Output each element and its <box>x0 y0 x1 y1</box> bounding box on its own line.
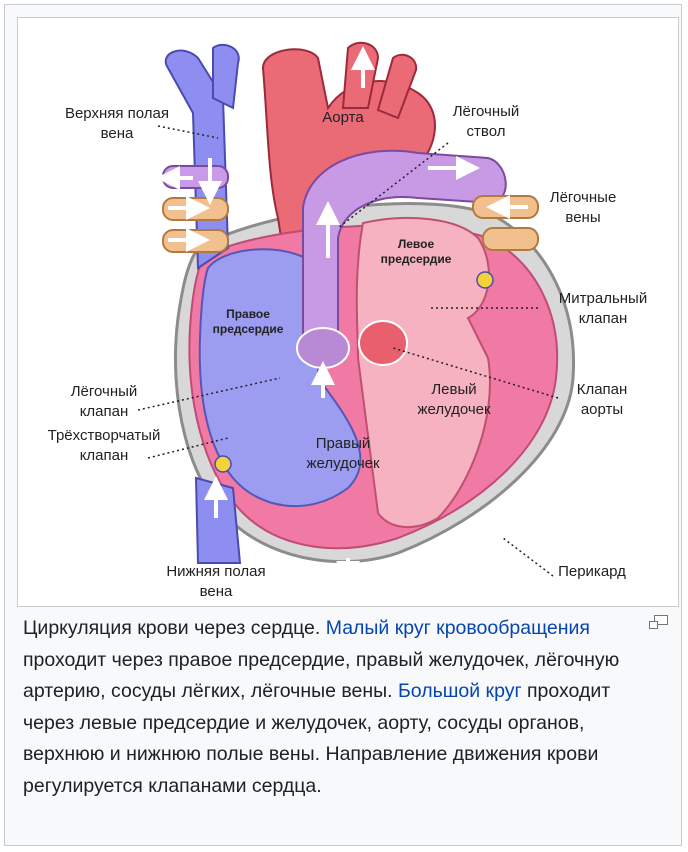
thumbnail-frame: Верхняя полая вена Аорта Лёгочный ствол … <box>4 4 682 846</box>
label-left-ventricle-1: Левый <box>431 381 476 398</box>
label-left-atrium-2: предсердие <box>381 252 452 266</box>
label-left-atrium-1: Левое <box>398 237 435 251</box>
mitral-valve-marker <box>476 271 494 289</box>
label-pericardium: Перикард <box>558 563 626 580</box>
pulmonary-valve <box>296 327 350 369</box>
link-large-circulation[interactable]: Большой круг <box>397 680 522 702</box>
label-mitral-2: клапан <box>579 310 628 327</box>
caption-text-2: проходит через правое предсердие, правый… <box>23 648 620 703</box>
label-tricuspid-2: клапан <box>80 447 129 464</box>
label-aortic-valve-1: Клапан <box>577 381 628 398</box>
label-right-atrium-1: Правое <box>226 307 270 321</box>
label-aorta: Аорта <box>322 109 364 126</box>
heart-diagram-image[interactable]: Верхняя полая вена Аорта Лёгочный ствол … <box>17 17 679 607</box>
label-svc-1: Верхняя полая <box>65 105 169 122</box>
label-pulm-valve-2: клапан <box>80 403 129 420</box>
label-pulm-trunk-1: Лёгочный <box>453 103 520 120</box>
left-heart-chambers <box>355 217 491 529</box>
label-left-ventricle-2: желудочек <box>417 401 491 418</box>
label-pulm-trunk-2: ствол <box>467 123 506 140</box>
label-pulm-veins-1: Лёгочные <box>550 189 617 206</box>
caption-text-3: проходит через левые предсердие и желудо… <box>23 680 611 797</box>
label-svc-2: вена <box>101 125 134 142</box>
label-tricuspid-1: Трёхстворчатый <box>48 427 161 444</box>
label-right-ventricle-1: Правый <box>316 435 371 452</box>
pulmonary-trunk <box>302 149 507 355</box>
label-right-atrium-2: предсердие <box>213 322 284 336</box>
image-caption: Циркуляция крови через сердце. Малый кру… <box>23 613 653 802</box>
label-ivc-1: Нижняя полая <box>166 563 265 580</box>
label-aortic-valve-2: аорты <box>581 401 623 418</box>
label-pulm-veins-2: вены <box>565 209 600 226</box>
caption-text-1: Циркуляция крови через сердце. <box>23 617 326 639</box>
tricuspid-valve-marker <box>214 455 232 473</box>
label-right-ventricle-2: желудочек <box>306 455 380 472</box>
heart-diagram-svg: Верхняя полая вена Аорта Лёгочный ствол … <box>48 41 647 600</box>
link-small-circulation[interactable]: Малый круг кровообращения <box>325 617 590 639</box>
aortic-valve <box>358 320 408 366</box>
magnify-clip-icon[interactable] <box>649 615 669 629</box>
label-ivc-2: вена <box>200 583 233 600</box>
label-mitral-1: Митральный <box>559 290 647 307</box>
label-pulm-valve-1: Лёгочный <box>71 383 138 400</box>
